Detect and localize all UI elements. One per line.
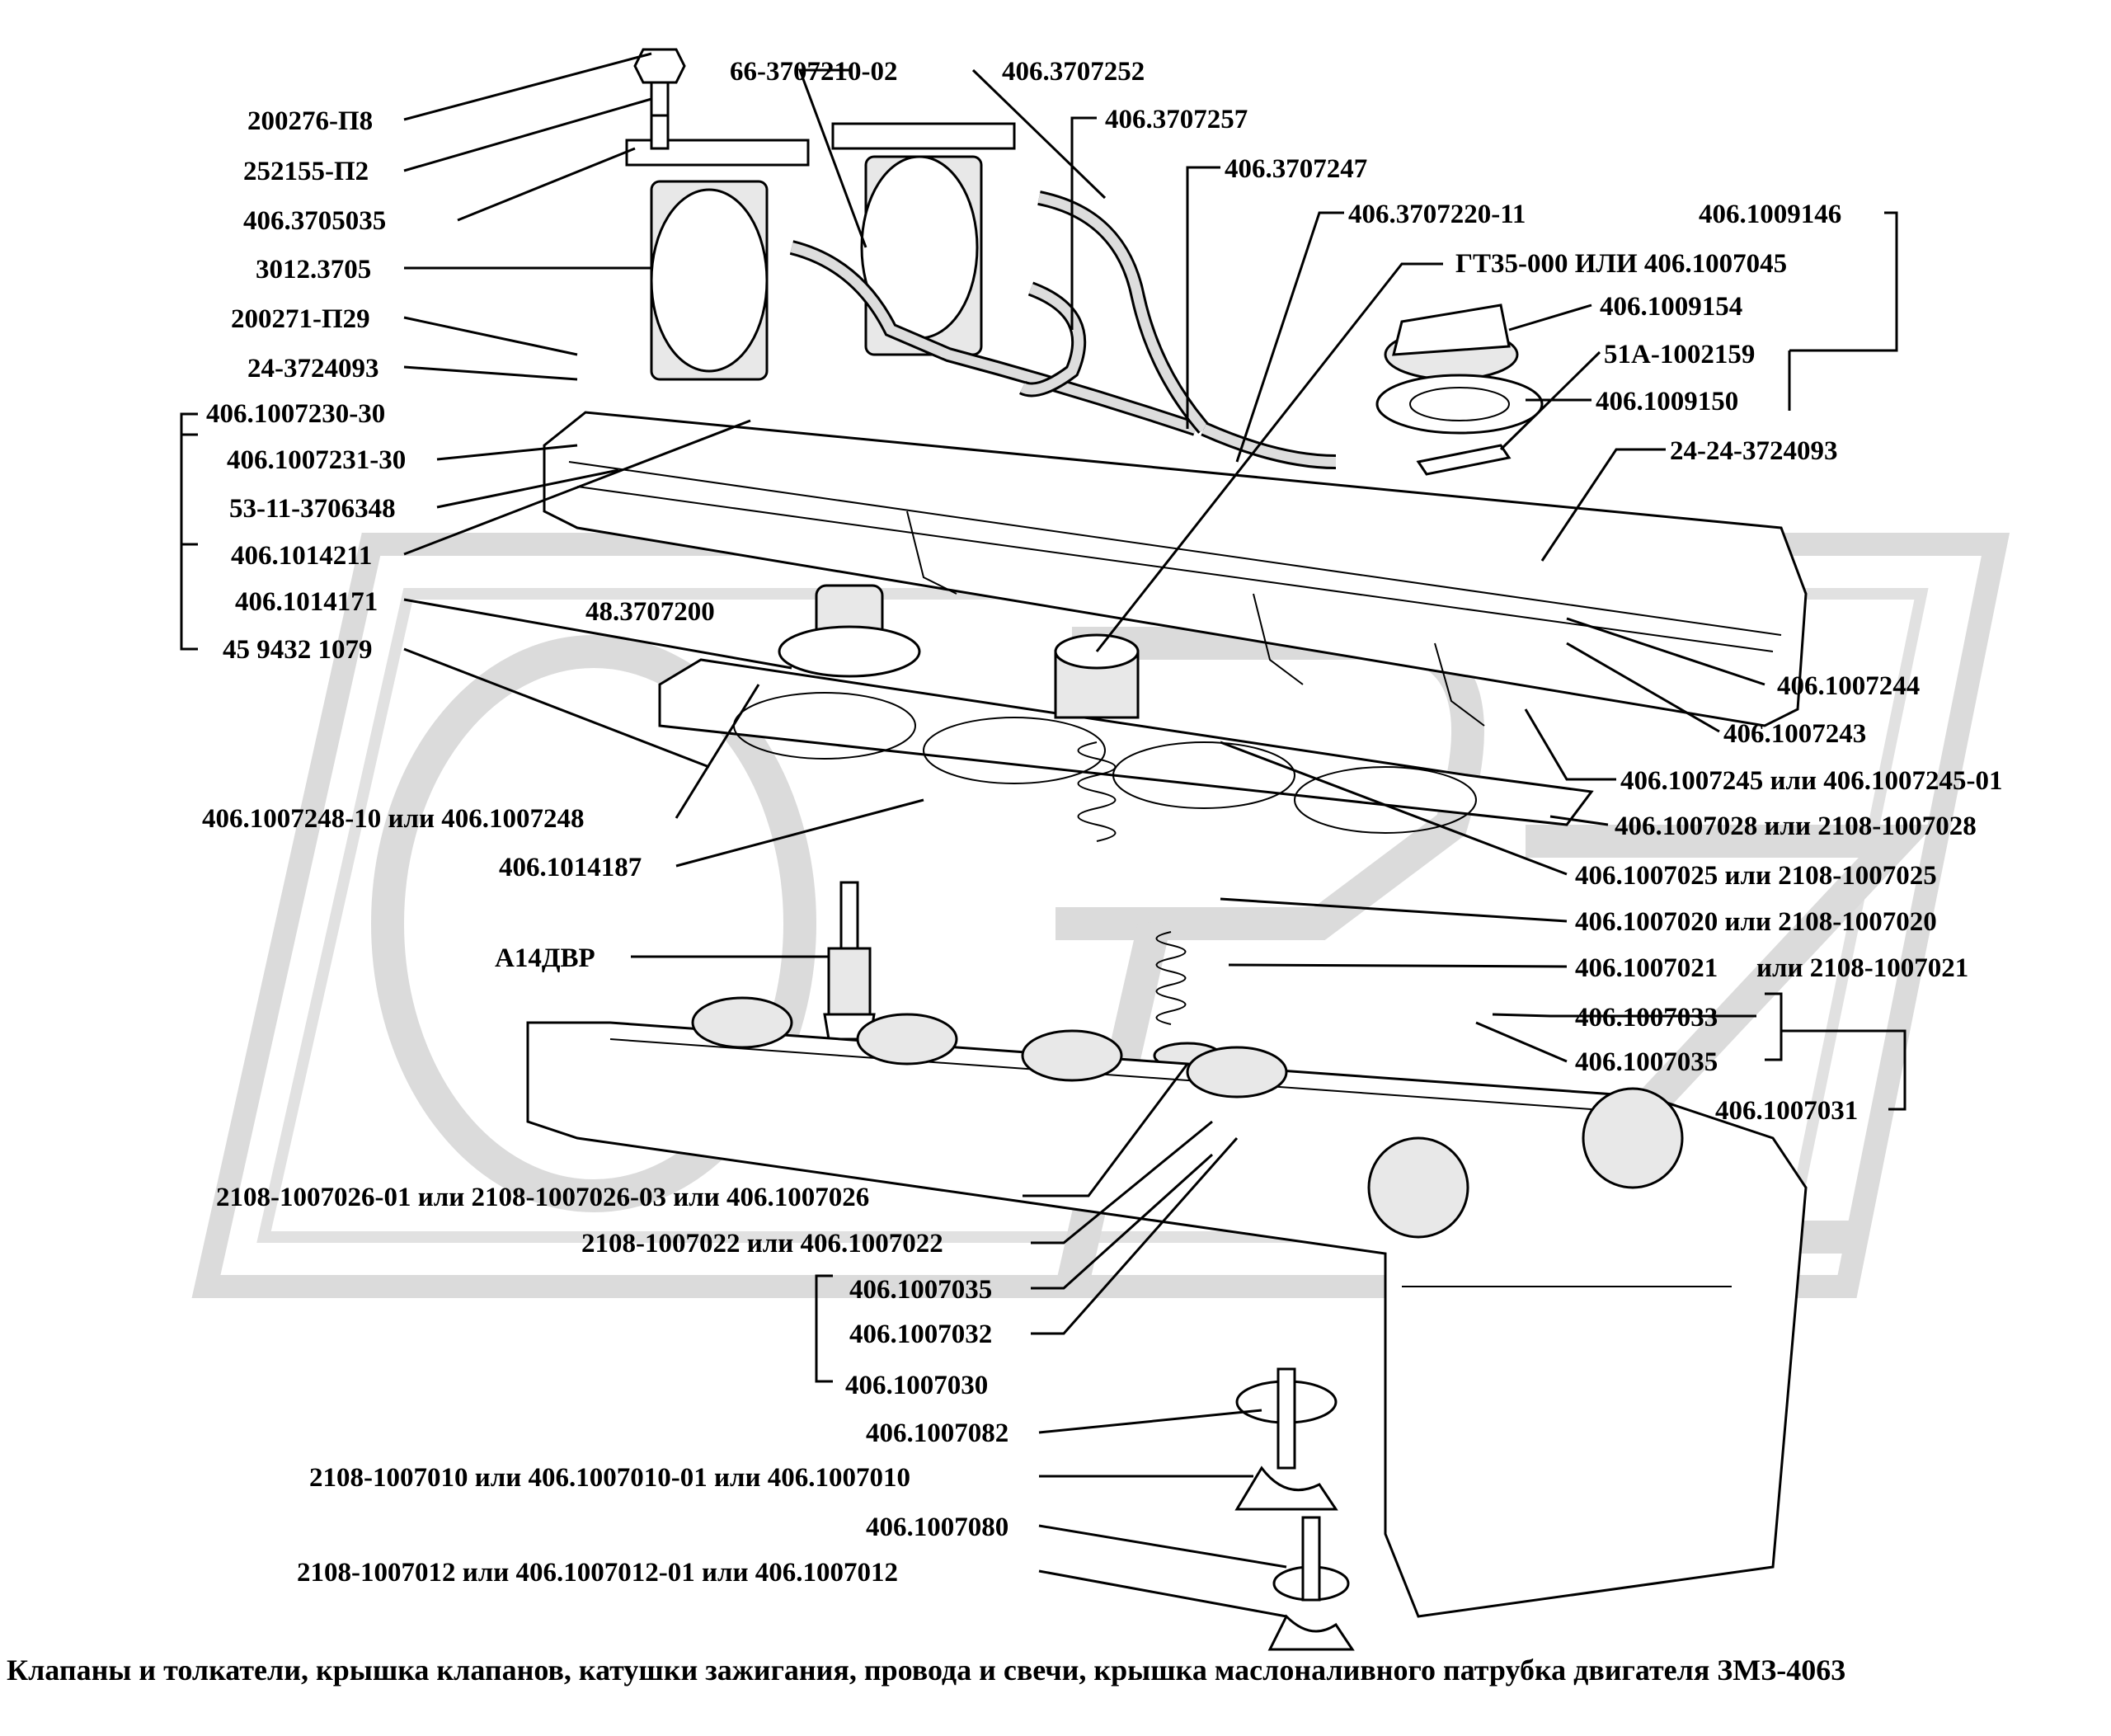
ignition-coil-1: [625, 73, 810, 381]
label-406-3707220-11: 406.3707220-11: [1348, 200, 1526, 229]
label-2108-1007021: или 2108-1007021: [1756, 953, 1968, 983]
valve-lower: [1267, 1516, 1355, 1651]
label-406-1007245: 406.1007245 или 406.1007245-01: [1620, 766, 2003, 796]
label-406-1007032: 406.1007032: [849, 1320, 992, 1349]
label-406-1007030: 406.1007030: [845, 1371, 988, 1400]
cylinder-head: [526, 996, 1808, 1618]
part-number-labels: 200276-П8 252155-П2 406.3705035 3012.370…: [202, 57, 2003, 1588]
label-406-1007031: 406.1007031: [1715, 1096, 1858, 1126]
diagram-caption: Клапаны и толкатели, крышка клапанов, ка…: [7, 1654, 1845, 1687]
label-406-1009154: 406.1009154: [1600, 292, 1742, 322]
label-51a-1002159: 51А-1002159: [1604, 340, 1755, 369]
label-2108-1007012: 2108-1007012 или 406.1007012-01 или 406.…: [297, 1558, 898, 1588]
label-406-1007021: 406.1007021: [1575, 953, 1718, 983]
label-406-3707252: 406.3707252: [1002, 57, 1145, 87]
label-406-1014187: 406.1014187: [499, 853, 642, 882]
label-406-1007033: 406.1007033: [1575, 1003, 1718, 1033]
ignition-coil-2: [831, 122, 1016, 356]
label-3012-3705: 3012.3705: [256, 255, 371, 285]
spark-plug: [823, 881, 876, 1041]
label-406-1007080: 406.1007080: [866, 1513, 1008, 1542]
label-406-1007231-30: 406.1007231-30: [227, 445, 406, 475]
label-200271-p29: 200271-П29: [231, 304, 370, 334]
valve-tappet: [1054, 633, 1140, 719]
label-252155-p2: 252155-П2: [243, 157, 369, 186]
label-406-1007035-right: 406.1007035: [1575, 1047, 1718, 1077]
label-2108-1007026: 2108-1007026-01 или 2108-1007026-03 или …: [216, 1183, 869, 1212]
label-53-11-3706348: 53-11-3706348: [229, 494, 396, 524]
label-406-1009146: 406.1009146: [1699, 200, 1841, 229]
label-406-1007035-left: 406.1007035: [849, 1275, 992, 1305]
label-406-3707247: 406.3707247: [1225, 154, 1367, 184]
ignition-wires: [789, 191, 1337, 469]
label-406-1007248-10: 406.1007248-10 или 406.1007248: [202, 804, 585, 834]
label-406-1007243: 406.1007243: [1723, 719, 1866, 749]
cover-gasket: [658, 658, 1594, 834]
label-406-1007244: 406.1007244: [1777, 671, 1920, 701]
label-406-1007028: 406.1007028 или 2108-1007028: [1615, 812, 1977, 841]
label-45-9432-1079: 45 9432 1079: [223, 635, 373, 665]
label-406-1007230-30: 406.1007230-30: [206, 399, 385, 429]
label-406-1007020: 406.1007020 или 2108-1007020: [1575, 907, 1937, 937]
bolt-top: [633, 48, 686, 117]
label-gt35-000: ГТ35-000 ИЛИ 406.1007045: [1455, 249, 1787, 279]
label-200276-p8: 200276-П8: [247, 106, 373, 136]
label-a14dvr: А14ДВР: [495, 943, 595, 973]
label-406-3705035: 406.3705035: [243, 206, 386, 236]
label-2108-1007022: 2108-1007022 или 406.1007022: [581, 1229, 943, 1258]
leader-lines: [180, 52, 1906, 1618]
label-406-1007025: 406.1007025 или 2108-1007025: [1575, 861, 1937, 891]
label-406-1009150: 406.1009150: [1596, 387, 1738, 416]
label-406-3707257: 406.3707257: [1105, 105, 1248, 134]
label-406-1014171: 406.1014171: [235, 587, 378, 617]
label-24-24-3724093: 24-24-3724093: [1670, 436, 1837, 466]
label-66-3707210-02: 66-3707210-02: [730, 57, 897, 87]
valve-upper: [1234, 1367, 1338, 1511]
label-406-1007082: 406.1007082: [866, 1418, 1008, 1448]
label-2108-1007010: 2108-1007010 или 406.1007010-01 или 406.…: [309, 1463, 910, 1493]
oil-filler-cap: [1375, 303, 1544, 476]
plug-seal: [778, 584, 921, 678]
label-406-1014211: 406.1014211: [231, 541, 372, 571]
label-24-3724093: 24-3724093: [247, 354, 379, 383]
valve-cover: [543, 411, 1808, 727]
label-48-3707200: 48.3707200: [585, 597, 715, 627]
